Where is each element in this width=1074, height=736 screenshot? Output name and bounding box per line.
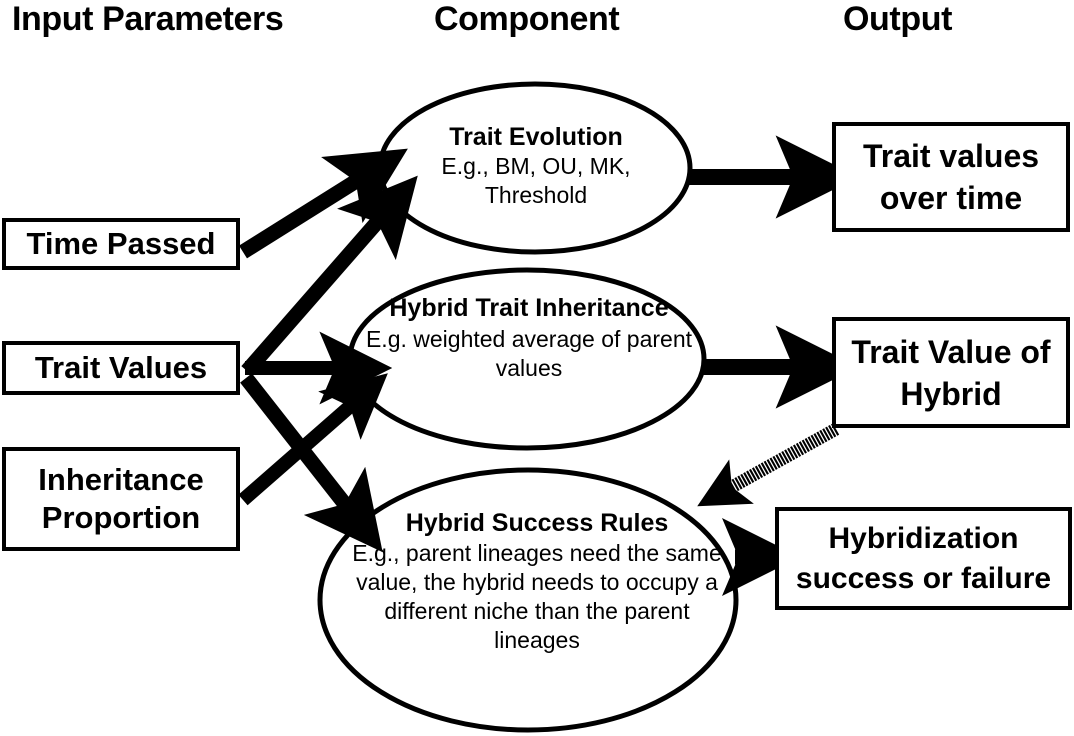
ellipse-hybrid-trait-inheritance[interactable] <box>347 267 707 451</box>
ellipse-trait-evolution[interactable] <box>377 81 693 255</box>
column-heading-component: Component <box>434 0 620 38</box>
arrow-inheritance-proportion-to-hybrid-trait-inheritance <box>238 373 388 506</box>
input-box-inheritance-proportion-label: Inheritance Proportion <box>38 462 204 535</box>
input-box-inheritance-proportion[interactable]: Inheritance Proportion <box>2 447 240 551</box>
input-box-time-passed[interactable]: Time Passed <box>2 218 240 270</box>
input-box-trait-values[interactable]: Trait Values <box>2 341 240 395</box>
output-box-hybridization-success-or-failure-label: Hybridization success or failure <box>795 521 1052 595</box>
column-heading-output: Output <box>843 0 952 38</box>
output-box-trait-values-over-time[interactable]: Trait values over time <box>832 122 1070 232</box>
output-box-trait-values-over-time-label: Trait values over time <box>862 138 1040 216</box>
arrow-trait-value-of-hybrid-to-hybrid-success-rules-dashed <box>697 423 840 507</box>
output-box-trait-value-of-hybrid[interactable]: Trait Value of Hybrid <box>832 317 1070 428</box>
input-box-time-passed-label: Time Passed <box>26 226 216 261</box>
arrow-trait-values-to-hybrid-success-rules <box>240 373 383 553</box>
input-box-trait-values-label: Trait Values <box>34 350 208 385</box>
output-box-trait-value-of-hybrid-label: Trait Value of Hybrid <box>851 333 1051 412</box>
output-box-hybridization-success-or-failure[interactable]: Hybridization success or failure <box>775 507 1072 610</box>
column-heading-input-parameters: Input Parameters <box>12 0 284 38</box>
arrow-trait-values-to-trait-evolution <box>241 175 418 376</box>
ellipse-hybrid-success-rules[interactable] <box>317 467 739 733</box>
